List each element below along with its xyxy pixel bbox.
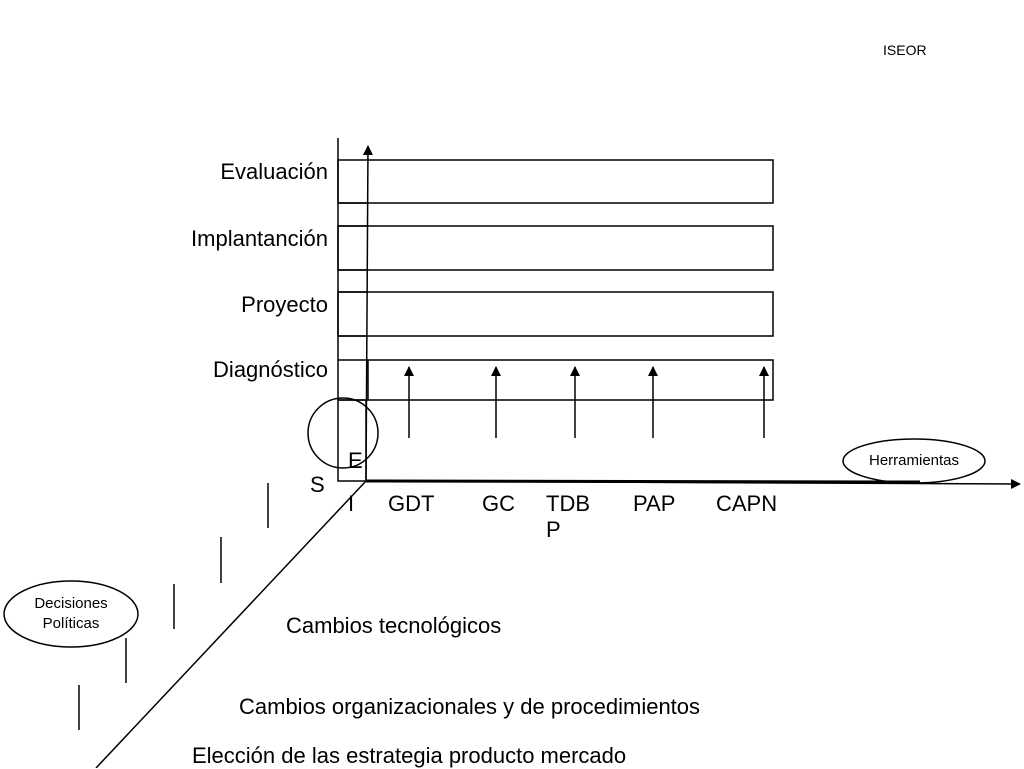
diagonal-axis xyxy=(95,480,367,768)
phase-label-evaluacion: Evaluación xyxy=(220,159,328,184)
tool-label-gc: GC xyxy=(482,491,515,516)
tool-label-capn: CAPN xyxy=(716,491,778,516)
phase-box-proyecto xyxy=(337,291,774,337)
phase-box-implantancion xyxy=(337,225,774,271)
horizontal-axis-bold xyxy=(365,479,921,484)
phase-label-proyecto: Proyecto xyxy=(241,292,328,317)
tool-label-pap: PAP xyxy=(633,491,676,516)
herramientas-oval xyxy=(842,438,986,484)
letter-i: I xyxy=(348,491,355,516)
phase-label-diagnostico: Diagnóstico xyxy=(213,357,328,382)
e-box xyxy=(337,399,367,482)
phase-box-evaluacion xyxy=(337,159,774,204)
decisiones-oval xyxy=(3,580,139,648)
change-label-tecnologicos: Cambios tecnológicos xyxy=(286,613,502,638)
change-label-organizacionales: Cambios organizacionales y de procedimie… xyxy=(239,694,701,719)
letter-e: E xyxy=(348,448,363,473)
phase-label-implantancion: Implantanción xyxy=(191,226,328,251)
herramientas-label: Herramientas xyxy=(868,452,960,469)
change-label-estrategia: Elección de las estrategia producto merc… xyxy=(192,743,627,768)
iseor-label: ISEOR xyxy=(883,42,927,58)
decisiones-label: Decisiones Políticas xyxy=(34,595,108,632)
phase-box-diagnostico xyxy=(367,359,774,401)
letter-s: S xyxy=(310,472,325,497)
tool-label-tdbp: TDB P xyxy=(546,491,590,542)
sei-circle xyxy=(307,397,379,469)
tool-label-gdt: GDT xyxy=(388,491,435,516)
